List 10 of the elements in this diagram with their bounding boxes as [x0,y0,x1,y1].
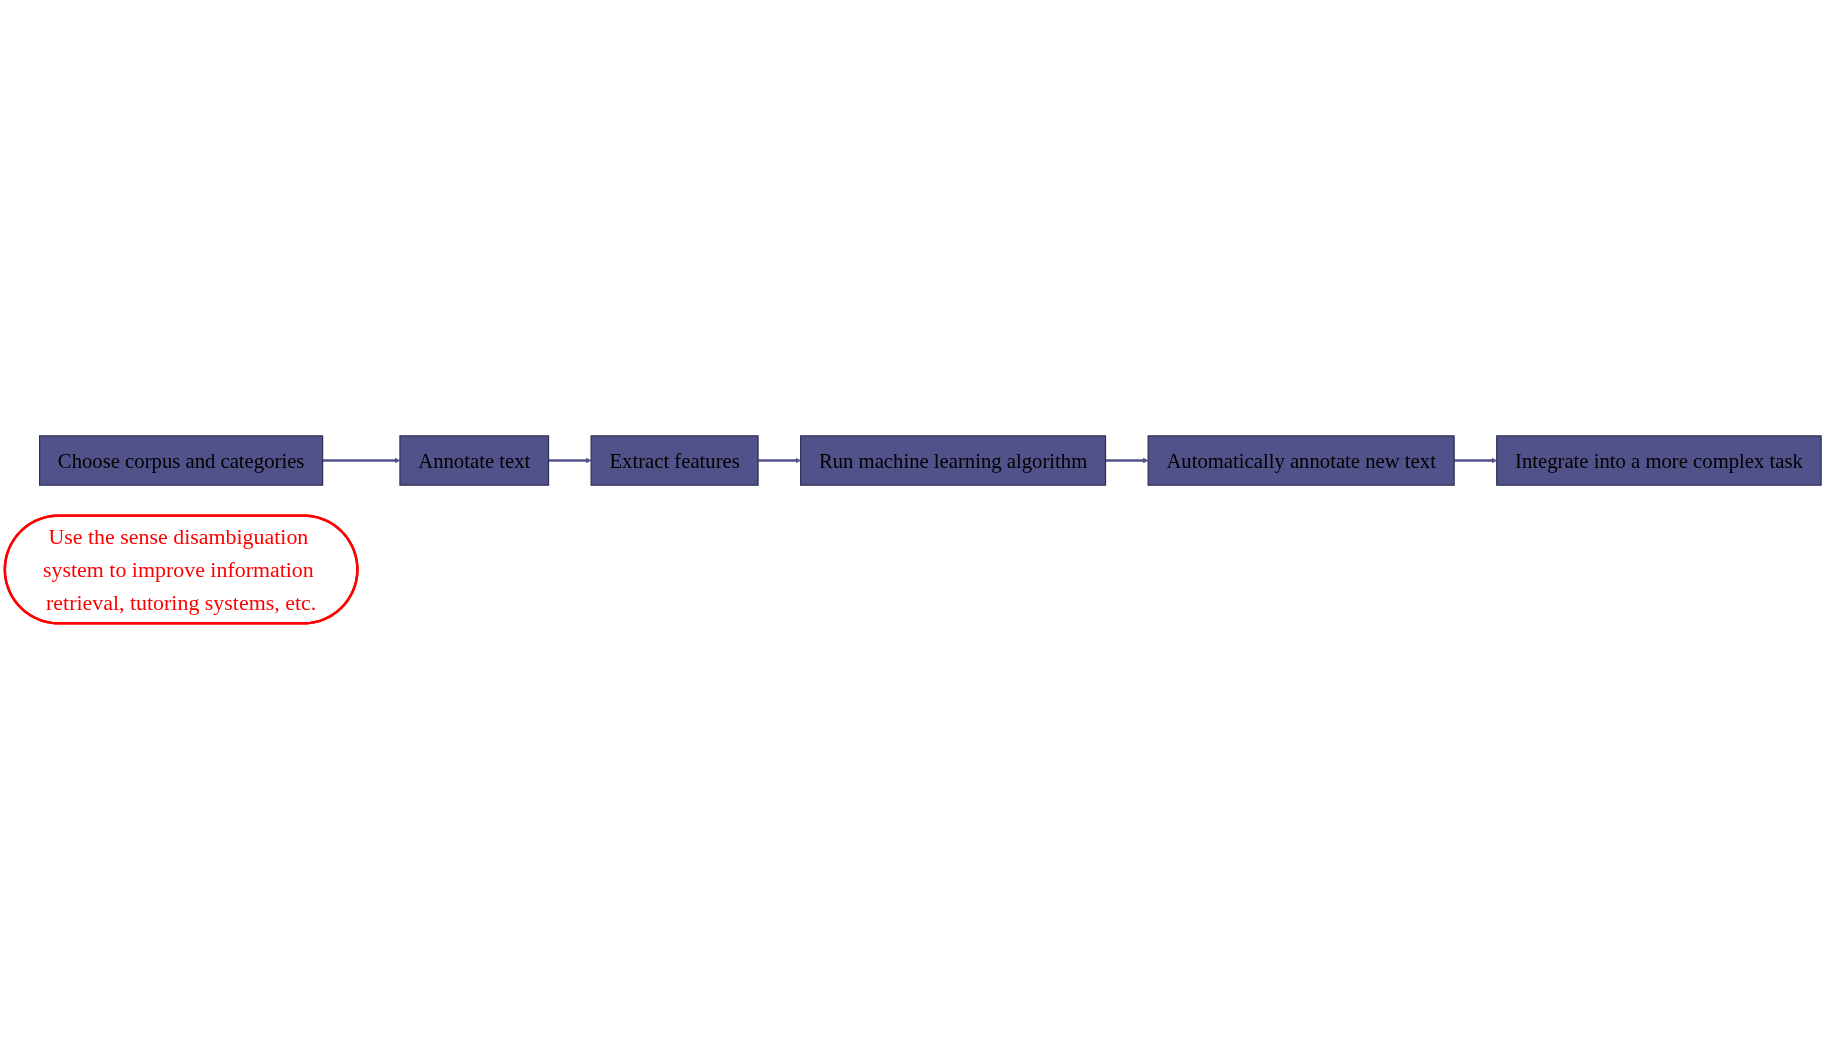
arrow [758,457,801,464]
node-box: Extract features [590,435,759,486]
arrow [1454,457,1497,464]
node-box: Choose corpus and categories [39,435,324,486]
node-box: Integrate into a more complex task [1496,435,1822,486]
node-box: Run machine learning algorithm [800,435,1107,486]
arrow [548,457,592,464]
node-box: Annotate text [399,435,550,486]
node-box: Automatically annotate new text [1147,435,1455,486]
arrow [1105,457,1149,464]
